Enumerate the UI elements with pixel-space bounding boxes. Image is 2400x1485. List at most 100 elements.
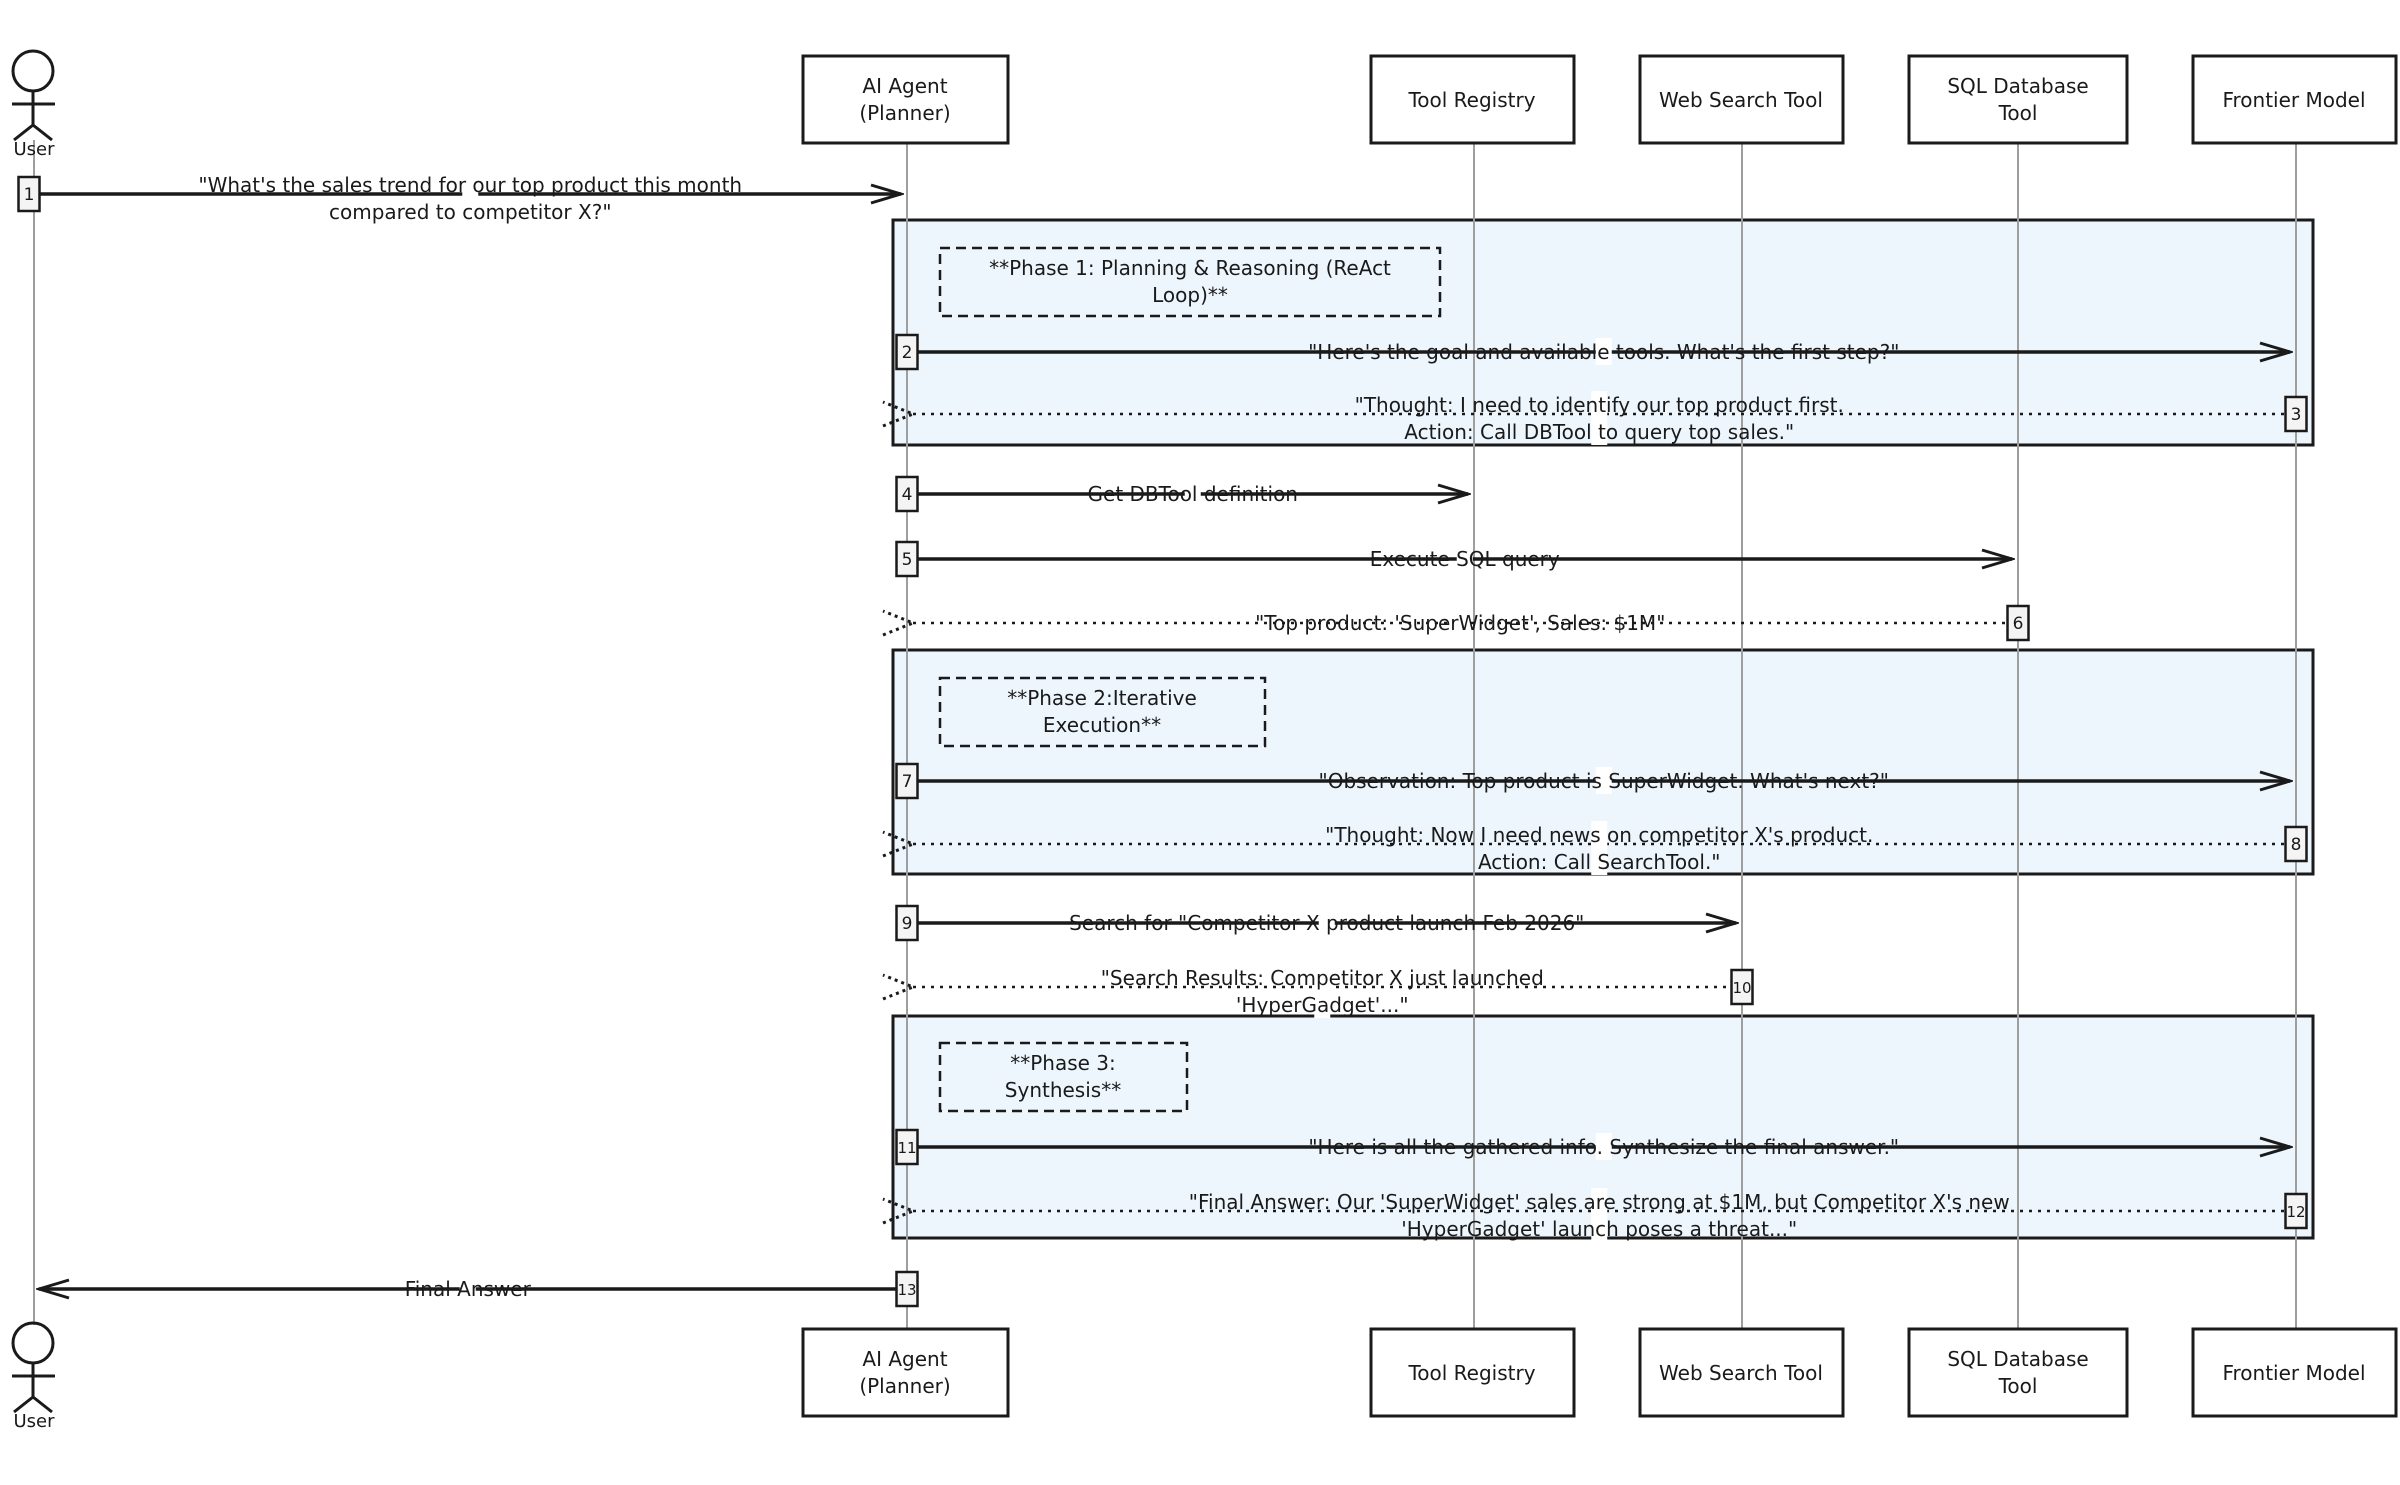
message-5-label-gap (1456, 545, 1473, 572)
message-11: "Here is all the gathered info. Synthesi… (895, 1128, 2291, 1166)
step-number-2: 2 (902, 343, 913, 363)
phase-box-1-label-frame (938, 246, 1442, 318)
participant-registry-bottom-frame (1369, 1327, 1576, 1418)
participant-sql-top-frame (1907, 54, 2129, 145)
participant-web-bottom-label: Web Search Tool (1659, 1361, 1823, 1385)
message-4-label-line-1: Get DBTool definition (1088, 482, 1298, 506)
step-number-9: 9 (902, 914, 913, 934)
message-11-label-gap (1595, 1133, 1612, 1160)
user-actor-bottom: User (11, 1321, 55, 1432)
step-badge-3 (2284, 395, 2308, 433)
message-12: "Final Answer: Our 'SuperWidget' sales a… (913, 1188, 2308, 1242)
step-number-3: 3 (2291, 405, 2302, 425)
message-10-label-gap (1314, 964, 1331, 991)
step-number-13: 13 (897, 1281, 916, 1299)
message-3-label-line-2: Action: Call DBTool to query top sales." (1404, 420, 1794, 444)
message-9-label-gap (1318, 909, 1335, 936)
message-10-label-line-1: "Search Results: Competitor X just launc… (1101, 966, 1544, 990)
phase-2-label-line-1: **Phase 2:Iterative (1007, 686, 1197, 710)
participant-web-top-label: Web Search Tool (1659, 88, 1823, 112)
message-13-label-gap (459, 1275, 476, 1302)
user-label-top: User (13, 139, 55, 160)
message-7-label-gap (1595, 767, 1612, 794)
step-badge-2 (895, 333, 919, 371)
participant-agent-bottom-frame (801, 1327, 1010, 1418)
message-12-label-gap (1591, 1215, 1608, 1242)
step-number-5: 5 (902, 550, 913, 570)
message-4: Get DBTool definition 4 (895, 475, 1469, 513)
message-3-label-line-1: "Thought: I need to identify our top pro… (1355, 393, 1844, 417)
message-3-label-gap (1591, 418, 1608, 445)
participant-sql-top-line-2: Tool (1998, 101, 2038, 125)
participant-model-bottom-frame (2191, 1327, 2398, 1418)
lifelines (33, 140, 2297, 1330)
participant-sql-bottom-line-2: Tool (1998, 1374, 2038, 1398)
participant-agent-top-line-1: AI Agent (862, 74, 947, 98)
user-actor-top-icon (11, 49, 55, 142)
participant-web-bottom-frame (1638, 1327, 1845, 1418)
step-number-7: 7 (902, 772, 913, 792)
message-13: Final Answer 13 (39, 1270, 919, 1308)
phase-3-label-line-2: Synthesis** (1005, 1078, 1121, 1102)
participant-model-top-frame (2191, 54, 2398, 145)
message-10-label-line-2: 'HyperGadget'..." (1236, 993, 1409, 1017)
participant-registry-bottom-label: Tool Registry (1407, 1361, 1535, 1385)
phase-3-label-line-1: **Phase 3: (1010, 1051, 1116, 1075)
participant-sql-bottom: SQL Database Tool (1907, 1327, 2129, 1418)
user-actor-bottom-icon (11, 1321, 55, 1414)
message-4-label-gap (1184, 480, 1201, 507)
step-badge-7 (895, 762, 919, 800)
participant-model-bottom-label: Frontier Model (2222, 1361, 2365, 1385)
message-8: "Thought: Now I need news on competitor … (913, 821, 2308, 875)
phase-2-label-line-2: Execution** (1043, 713, 1161, 737)
step-badge-5 (895, 540, 919, 578)
message-6-label-line-1: "Top product: 'SuperWidget', Sales: $1M" (1255, 611, 1665, 635)
phase-1-label-line-1: **Phase 1: Planning & Reasoning (ReAct (989, 256, 1391, 280)
step-badge-11 (895, 1128, 919, 1166)
user-actor-top: User (11, 49, 55, 160)
participant-web-top-frame (1638, 54, 1845, 145)
step-number-4: 4 (902, 485, 913, 505)
participant-registry-bottom: Tool Registry (1369, 1327, 1576, 1418)
participant-model-top: Frontier Model (2191, 54, 2398, 145)
message-1-label-gap (462, 198, 479, 225)
message-2-label-gap (1595, 338, 1612, 365)
message-6-label-gap (1452, 609, 1469, 636)
participant-registry-top: Tool Registry (1369, 54, 1576, 145)
step-badge-10 (1730, 968, 1754, 1006)
step-badge-13 (895, 1270, 919, 1308)
participant-sql-bottom-line-1: SQL Database (1947, 1347, 2088, 1371)
phase-box-3-label-frame (938, 1041, 1189, 1113)
message-9-label-line-1: Search for "Competitor X product launch … (1069, 911, 1584, 935)
message-13-label-line-1: Final Answer (405, 1277, 532, 1301)
step-badge-9 (895, 904, 919, 942)
message-8-label-line-1: "Thought: Now I need news on competitor … (1325, 823, 1873, 847)
step-badge-1 (17, 175, 41, 213)
step-badge-12 (2284, 1192, 2308, 1230)
message-8-label-line-2: Action: Call SearchTool." (1478, 850, 1721, 874)
message-12-label-line-1: "Final Answer: Our 'SuperWidget' sales a… (1189, 1190, 2010, 1214)
phase-1-label-line-2: Loop)** (1152, 283, 1228, 307)
participant-model-bottom: Frontier Model (2191, 1327, 2398, 1418)
message-3: "Thought: I need to identify our top pro… (913, 391, 2308, 445)
message-1-label-line-1: "What's the sales trend for our top prod… (198, 173, 742, 197)
message-8-label-gap (1591, 821, 1608, 848)
step-number-11: 11 (897, 1139, 916, 1157)
participant-web-bottom: Web Search Tool (1638, 1327, 1845, 1418)
participant-web-top: Web Search Tool (1638, 54, 1845, 145)
step-badge-6 (2006, 604, 2030, 642)
message-9: Search for "Competitor X product launch … (895, 904, 1737, 942)
message-2: "Here's the goal and available tools. Wh… (895, 333, 2291, 371)
step-badge-8 (2284, 825, 2308, 863)
participant-sql-top: SQL Database Tool (1907, 54, 2129, 145)
message-1: "What's the sales trend for our top prod… (17, 171, 902, 225)
participant-agent-bottom: AI Agent (Planner) (801, 1327, 1010, 1418)
step-number-12: 12 (2286, 1203, 2305, 1221)
participant-registry-top-label: Tool Registry (1407, 88, 1535, 112)
step-number-1: 1 (24, 185, 35, 205)
message-1-label-gap (462, 171, 479, 198)
participant-registry-top-frame (1369, 54, 1576, 145)
user-label-bottom: User (13, 1411, 55, 1432)
